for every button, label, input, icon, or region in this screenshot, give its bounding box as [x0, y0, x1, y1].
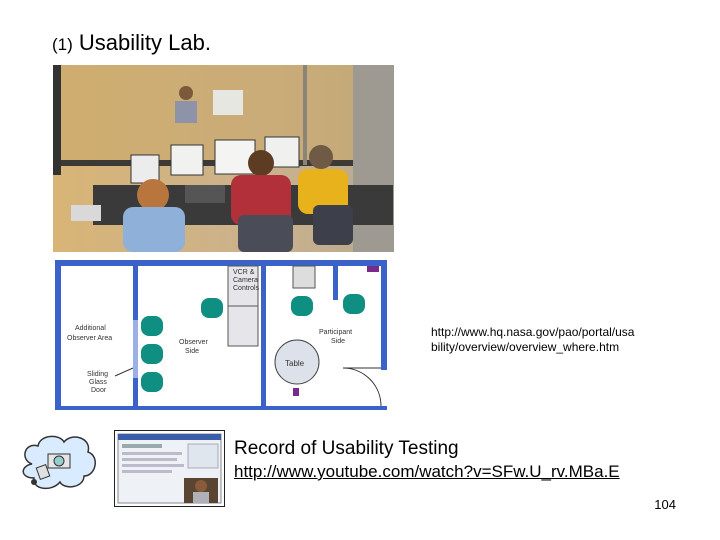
observer-label-2: Side [185, 348, 199, 355]
youtube-link[interactable]: http://www.youtube.com/watch?v=SFw.U_rv.… [234, 462, 620, 481]
sliding-label-3: Door [91, 387, 107, 394]
title-text: Usability Lab. [78, 30, 211, 55]
controls-label: Controls [233, 285, 260, 292]
participant-label-2: Side [331, 338, 345, 345]
usability-lab-photo [53, 65, 394, 252]
title-number: (1) [52, 35, 73, 54]
observer-label-1: Observer [179, 339, 208, 346]
lab-floor-plan: VCR & Camera Controls Additional Observe… [53, 258, 389, 410]
cloud-camera-icon [18, 432, 98, 494]
participant-label-1: Participant [319, 329, 352, 336]
additional-label-2: Observer Area [67, 335, 112, 342]
slide-title: (1) Usability Lab. [52, 30, 211, 56]
source-url[interactable]: http://www.hq.nasa.gov/pao/portal/usabil… [431, 325, 635, 354]
camera-label: Camera [233, 277, 258, 284]
table-label: Table [285, 359, 305, 368]
record-title: Record of Usability Testing [234, 438, 459, 459]
vcr-label: VCR & [233, 269, 255, 276]
page-number: 104 [654, 497, 676, 512]
video-thumbnail[interactable] [114, 430, 225, 507]
additional-label-1: Additional [75, 325, 106, 332]
sliding-label-2: Glass [89, 379, 107, 386]
sliding-label-1: Sliding [87, 371, 108, 378]
